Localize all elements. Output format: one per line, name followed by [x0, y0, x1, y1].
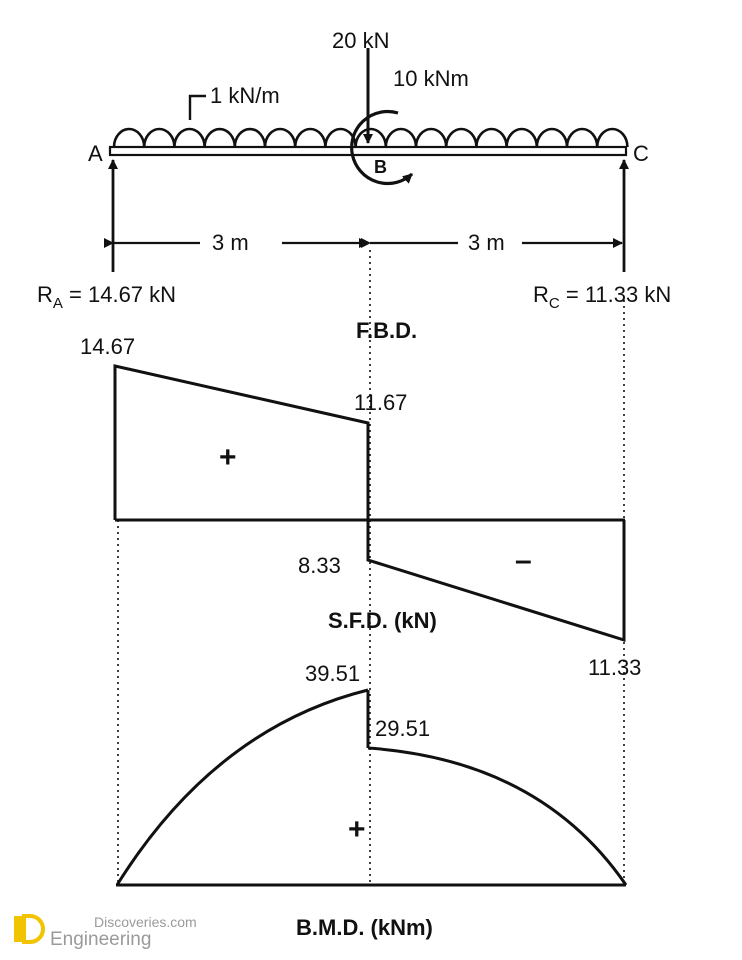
node-b-label: B	[374, 157, 387, 177]
sfd-caption: S.F.D. (kN)	[328, 608, 437, 633]
sfd-value-b-left: 11.67	[354, 390, 408, 415]
moment-label: 10 kNm	[393, 66, 469, 91]
bmd-caption: B.M.D. (kNm)	[296, 915, 433, 940]
span-bc-label: 3 m	[468, 230, 505, 255]
sfd-value-a: 14.67	[80, 334, 136, 359]
sfd-negative-region	[366, 520, 626, 643]
engineering-logo-icon	[14, 914, 45, 944]
reaction-a-label: RA = 14.67 kN	[37, 282, 177, 312]
watermark-line1: Discoveries.com	[94, 914, 197, 930]
reaction-a-value: = 14.67 kN	[69, 282, 177, 307]
bmd-positive-sign: +	[348, 813, 366, 846]
node-c-label: C	[633, 141, 649, 166]
reaction-a-subscript: A	[52, 295, 63, 312]
point-load-label: 20 kN	[332, 28, 390, 53]
fbd-caption: F.B.D.	[356, 318, 418, 343]
sfd-positive-region	[113, 364, 370, 520]
reaction-c-value: = 11.33 kN	[565, 282, 672, 307]
bmd-curve-left	[115, 688, 369, 886]
beam	[108, 145, 628, 157]
span-ab-label: 3 m	[212, 230, 249, 255]
watermark-line2: Engineering	[50, 929, 152, 950]
sfd-value-c: 11.33	[588, 655, 642, 680]
projection-lines	[117, 250, 625, 885]
moment-arrow	[350, 109, 414, 186]
reaction-c-label: RC = 11.33 kN	[533, 282, 672, 312]
reaction-c-symbol: R	[533, 282, 549, 307]
bmd-curve-right	[367, 746, 628, 886]
udl-label: 1 kN/m	[210, 83, 280, 108]
watermark: Discoveries.com Engineering	[12, 912, 202, 952]
reaction-a-symbol: R	[37, 282, 53, 307]
sfd-value-b-right: 8.33	[298, 553, 341, 578]
bmd-diagram	[115, 688, 628, 887]
udl-leader	[188, 94, 206, 120]
udl-loops	[112, 127, 629, 148]
bmd-value-b-right: 29.51	[375, 716, 431, 741]
bmd-value-b-left: 39.51	[305, 661, 361, 686]
sfd-negative-sign: –	[515, 544, 532, 577]
reaction-c-subscript: C	[548, 295, 560, 312]
sfd-diagram	[113, 364, 626, 643]
sfd-positive-sign: +	[219, 441, 237, 474]
node-a-label: A	[88, 141, 103, 166]
